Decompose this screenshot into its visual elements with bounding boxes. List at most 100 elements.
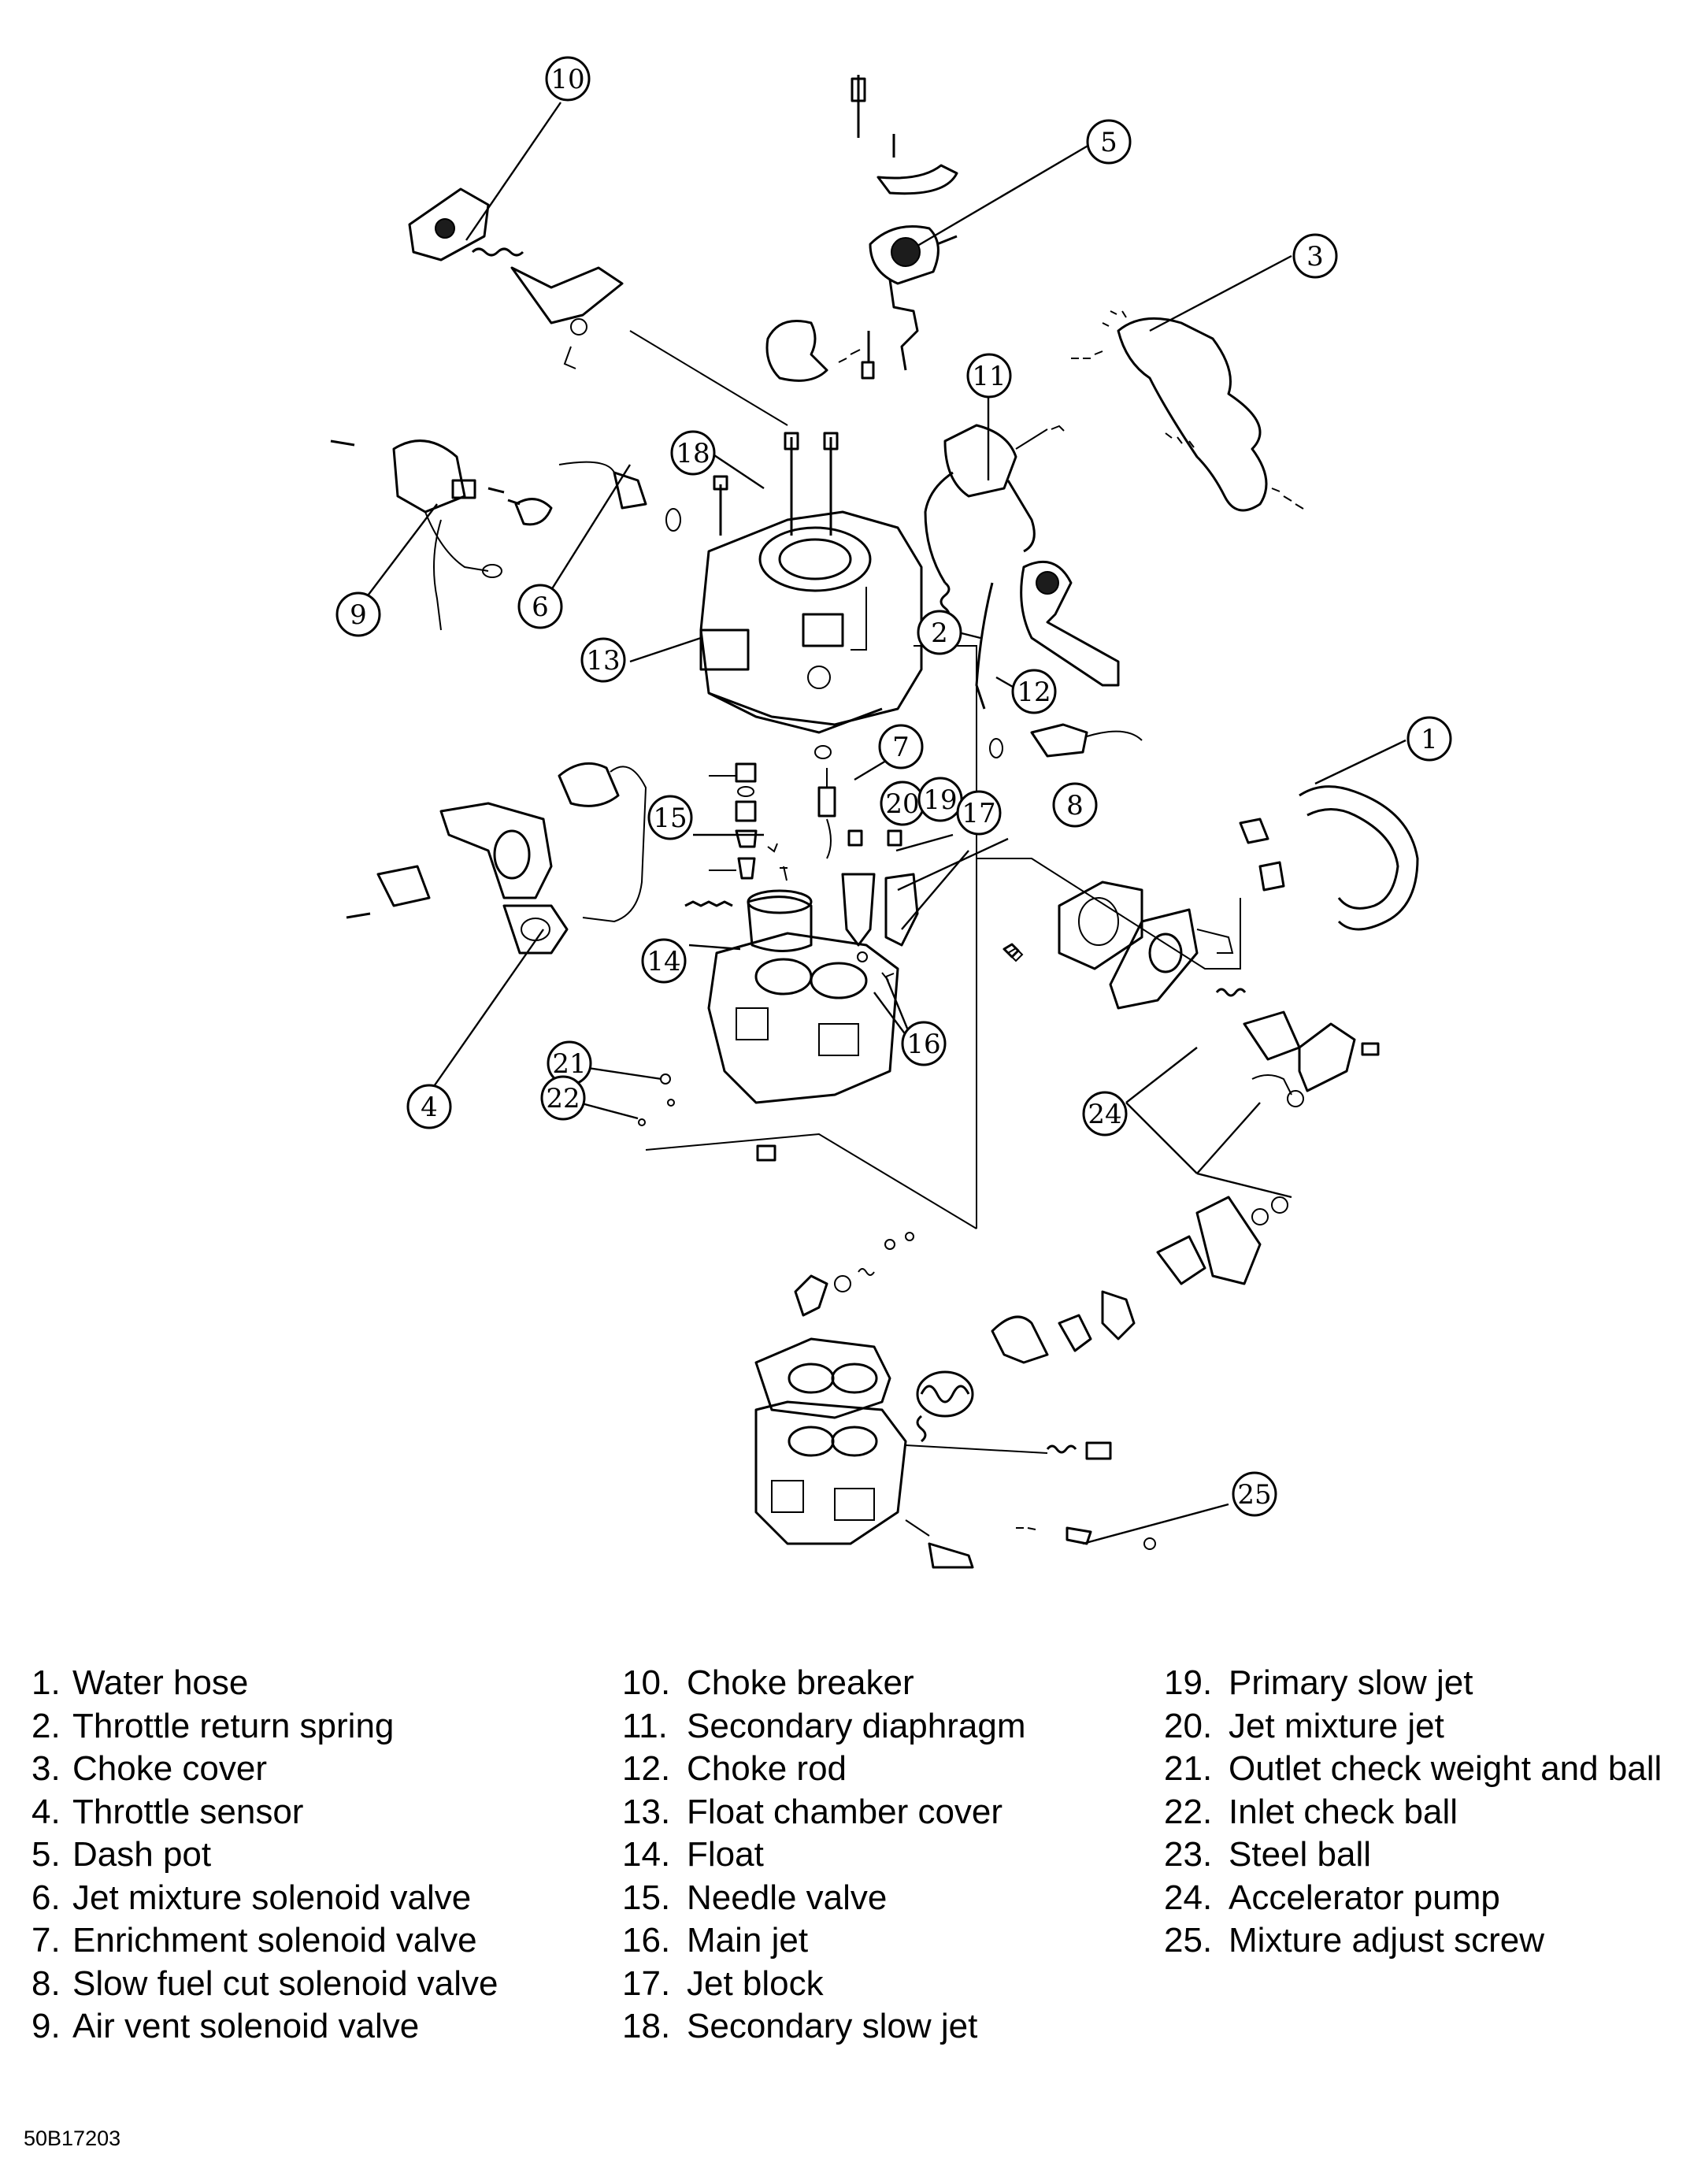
legend-item: 21.Outlet check weight and ball bbox=[1164, 1749, 1662, 1788]
throttle-return-spring-part bbox=[940, 560, 1120, 710]
svg-text:3: 3 bbox=[1306, 241, 1324, 273]
svg-text:2: 2 bbox=[931, 617, 948, 649]
svg-text:19: 19 bbox=[923, 784, 957, 816]
legend-item: 8.Slow fuel cut solenoid valve bbox=[32, 1963, 498, 2003]
float-part bbox=[684, 889, 813, 952]
slow-fuel-cut-solenoid-part bbox=[989, 723, 1143, 758]
callout-8: 8 bbox=[1052, 782, 1098, 828]
legend-item: 7.Enrichment solenoid valve bbox=[32, 1921, 477, 1960]
callout-17: 17 bbox=[956, 790, 1002, 836]
svg-text:10: 10 bbox=[550, 64, 584, 95]
exploded-carburetor-diagram: 10 5 3 11 18 9 6 2 13 12 7 1 8 15 20 19 … bbox=[330, 56, 1452, 1569]
carburetor-upper-body bbox=[699, 432, 923, 759]
legend-item: 11.Secondary diaphragm bbox=[622, 1706, 1026, 1745]
legend-item: 13.Float chamber cover bbox=[622, 1792, 1003, 1831]
callout-2: 2 bbox=[917, 610, 962, 655]
choke-breaker-part bbox=[408, 187, 624, 369]
svg-text:1: 1 bbox=[1421, 724, 1438, 755]
jet-block-part bbox=[841, 829, 919, 981]
water-hose-part bbox=[1239, 785, 1419, 931]
legend-item: 25.Mixture adjust screw bbox=[1164, 1921, 1545, 1960]
legend-item: 19.Primary slow jet bbox=[1164, 1663, 1473, 1702]
choke-cover-part bbox=[1071, 310, 1304, 512]
legend-column-1: 1.Water hose 2.Throttle return spring 3.… bbox=[32, 1662, 583, 2049]
callout-9: 9 bbox=[335, 591, 381, 637]
choke-lever-part bbox=[765, 320, 875, 382]
svg-text:12: 12 bbox=[1017, 677, 1051, 708]
parts-legend: 1.Water hose 2.Throttle return spring 3.… bbox=[0, 1662, 1690, 2103]
callout-12: 12 bbox=[1011, 669, 1057, 714]
legend-item: 22.Inlet check ball bbox=[1164, 1792, 1458, 1831]
legend-column-3: 19.Primary slow jet 20.Jet mixture jet 2… bbox=[1164, 1662, 1676, 1963]
throttle-body-linkage-part bbox=[794, 1196, 1288, 1418]
secondary-diaphragm-part bbox=[924, 424, 1065, 584]
callout-21: 21 bbox=[547, 1040, 592, 1086]
svg-text:13: 13 bbox=[586, 645, 620, 677]
jet-mixture-solenoid-part bbox=[558, 461, 681, 532]
callout-18: 18 bbox=[670, 430, 716, 476]
callout-15: 15 bbox=[647, 795, 693, 840]
svg-text:5: 5 bbox=[1100, 127, 1117, 158]
svg-text:7: 7 bbox=[892, 732, 910, 763]
callout-10: 10 bbox=[545, 56, 591, 102]
dash-pot-part bbox=[851, 75, 958, 371]
svg-text:14: 14 bbox=[647, 946, 680, 977]
legend-item: 3.Choke cover bbox=[32, 1749, 268, 1788]
legend-item: 17.Jet block bbox=[622, 1963, 824, 2003]
svg-text:9: 9 bbox=[350, 599, 367, 631]
svg-text:4: 4 bbox=[421, 1092, 438, 1123]
legend-item: 4.Throttle sensor bbox=[32, 1792, 304, 1831]
carburetor-lower-body bbox=[638, 932, 1024, 1162]
callout-4: 4 bbox=[406, 1084, 452, 1129]
throttle-sensor-part bbox=[346, 762, 647, 955]
svg-text:25: 25 bbox=[1237, 1479, 1271, 1511]
air-vent-solenoid-part bbox=[330, 439, 553, 631]
callout-24: 24 bbox=[1082, 1091, 1128, 1136]
needle-valve-part bbox=[709, 762, 788, 881]
svg-text:18: 18 bbox=[676, 438, 710, 469]
leader-lines bbox=[358, 102, 1406, 1545]
callout-7: 7 bbox=[878, 724, 924, 769]
svg-text:8: 8 bbox=[1066, 790, 1084, 821]
callout-3: 3 bbox=[1292, 233, 1338, 279]
enrichment-solenoid-part bbox=[817, 768, 836, 859]
legend-item: 15.Needle valve bbox=[622, 1878, 888, 1917]
legend-item: 14.Float bbox=[622, 1835, 764, 1874]
legend-item: 18.Secondary slow jet bbox=[622, 2007, 978, 2045]
callout-16: 16 bbox=[901, 1021, 947, 1066]
callout-25: 25 bbox=[1232, 1471, 1277, 1517]
callout-19: 19 bbox=[917, 777, 963, 822]
callout-22: 22 bbox=[540, 1075, 586, 1121]
svg-text:6: 6 bbox=[532, 591, 549, 623]
svg-text:20: 20 bbox=[885, 788, 919, 820]
legend-column-2: 10.Choke breaker 11.Secondary diaphragm … bbox=[622, 1662, 1110, 2049]
svg-text:22: 22 bbox=[546, 1083, 580, 1114]
legend-item: 23.Steel ball bbox=[1164, 1835, 1372, 1874]
legend-item: 5.Dash pot bbox=[32, 1835, 212, 1874]
callout-1: 1 bbox=[1406, 716, 1452, 762]
svg-text:21: 21 bbox=[552, 1048, 586, 1080]
callout-14: 14 bbox=[641, 938, 687, 984]
legend-item: 9.Air vent solenoid valve bbox=[32, 2007, 420, 2045]
legend-item: 20.Jet mixture jet bbox=[1164, 1706, 1444, 1745]
callout-20: 20 bbox=[880, 781, 925, 826]
svg-text:17: 17 bbox=[962, 798, 995, 829]
svg-text:15: 15 bbox=[653, 803, 687, 834]
throttle-body-part bbox=[754, 1337, 1156, 1569]
callout-13: 13 bbox=[580, 637, 626, 683]
legend-item: 1.Water hose bbox=[32, 1663, 249, 1702]
svg-text:16: 16 bbox=[906, 1029, 940, 1060]
callout-5: 5 bbox=[1086, 119, 1132, 165]
legend-item: 2.Throttle return spring bbox=[32, 1706, 395, 1745]
legend-item: 16.Main jet bbox=[622, 1921, 809, 1960]
accelerator-pump-part bbox=[1003, 881, 1380, 1107]
legend-item: 6.Jet mixture solenoid valve bbox=[32, 1878, 472, 1917]
legend-item: 12.Choke rod bbox=[622, 1749, 847, 1788]
legend-item: 10.Choke breaker bbox=[622, 1663, 914, 1702]
callout-6: 6 bbox=[517, 584, 563, 629]
legend-item: 24.Accelerator pump bbox=[1164, 1878, 1500, 1917]
svg-text:24: 24 bbox=[1088, 1099, 1121, 1130]
svg-text:11: 11 bbox=[972, 361, 1006, 392]
callout-11: 11 bbox=[966, 353, 1012, 399]
figure-code: 50B17203 bbox=[24, 2127, 121, 2150]
